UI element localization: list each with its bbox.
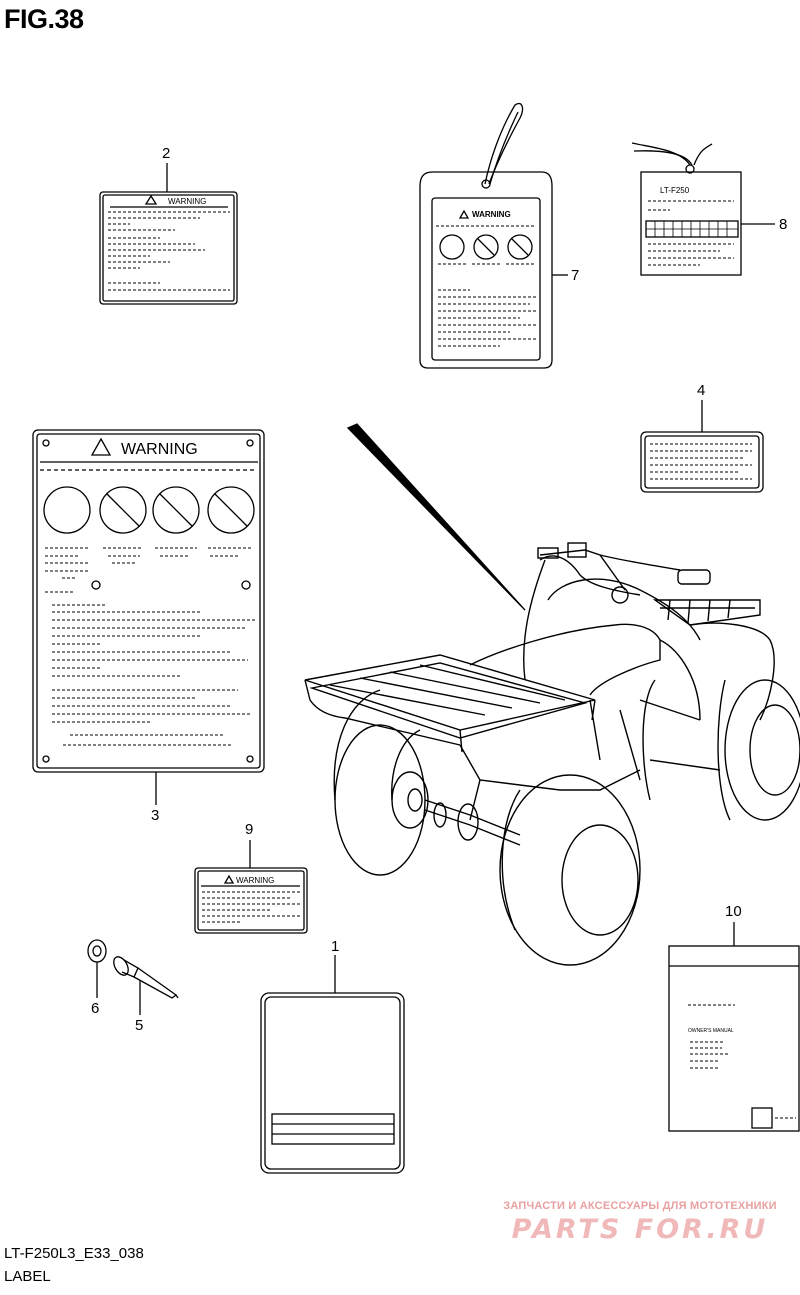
label-7-warning-text: WARNING	[472, 210, 511, 219]
label-8-model-tag[interactable]	[631, 142, 742, 276]
atv-vehicle-outline	[304, 542, 800, 966]
label-7-hang-tag[interactable]	[419, 102, 553, 369]
manual-title-text: OWNER'S MANUAL	[688, 1028, 734, 1034]
callout-7: 7	[571, 267, 580, 284]
figure-title: FIG.38	[4, 4, 84, 34]
part-5-rivet[interactable]	[111, 954, 179, 999]
watermark-logo: PARTS FOR.RU	[511, 1214, 769, 1245]
label-9-warning-sticker[interactable]	[194, 867, 308, 934]
callout-3: 3	[151, 807, 160, 824]
figure-code: LT-F250L3_E33_038	[4, 1245, 144, 1262]
watermark: ЗАПЧАСТИ И АКСЕССУАРЫ ДЛЯ МОТОТЕХНИКИ PA…	[490, 1200, 790, 1245]
pointer-arrow	[346, 423, 526, 611]
callout-9: 9	[245, 821, 254, 838]
label-3-large-warning-sticker[interactable]	[32, 429, 265, 773]
callout-4: 4	[697, 382, 706, 399]
part-6-washer[interactable]	[87, 939, 107, 963]
label-9-warning-text: WARNING	[236, 876, 274, 885]
label-3-warning-text: WARNING	[121, 441, 198, 458]
item-10-owners-manual[interactable]	[668, 945, 800, 1132]
callout-2: 2	[162, 145, 171, 162]
callout-8: 8	[779, 216, 788, 233]
callout-5: 5	[135, 1017, 144, 1034]
label-4-info-sticker[interactable]	[640, 431, 764, 493]
label-1-decal[interactable]	[260, 992, 405, 1174]
label-8-model-text: LT-F250	[660, 186, 690, 195]
label-2-warning-sticker[interactable]	[99, 191, 238, 305]
watermark-tagline: ЗАПЧАСТИ И АКСЕССУАРЫ ДЛЯ МОТОТЕХНИКИ	[503, 1200, 777, 1212]
callout-1: 1	[331, 938, 340, 955]
callout-10: 10	[725, 903, 742, 920]
figure-section-label: LABEL	[4, 1268, 51, 1285]
callout-6: 6	[91, 1000, 100, 1017]
label-2-warning-text: WARNING	[168, 197, 206, 206]
